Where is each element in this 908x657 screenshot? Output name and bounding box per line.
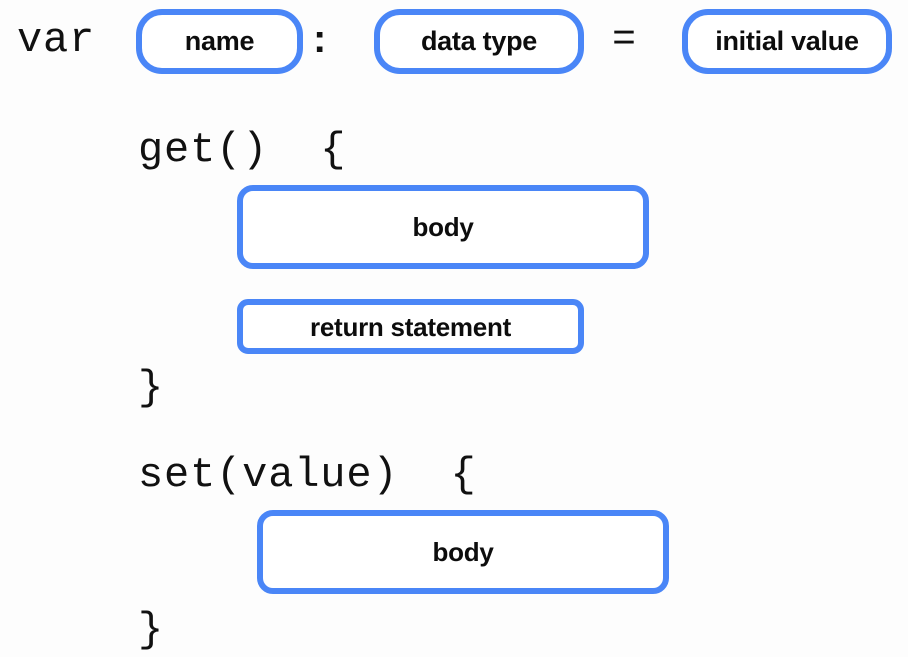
equals-operator: =: [612, 18, 637, 63]
getter-body-placeholder-box[interactable]: body: [237, 185, 649, 269]
setter-closing-brace: }: [138, 606, 165, 654]
getter-closing-brace: }: [138, 364, 165, 412]
keyword-var: var: [17, 16, 96, 64]
name-placeholder-box[interactable]: name: [136, 9, 303, 74]
getter-signature: get() {: [138, 126, 347, 174]
return-statement-placeholder-box[interactable]: return statement: [237, 299, 584, 354]
data-type-placeholder-box[interactable]: data type: [374, 9, 584, 74]
initial-value-placeholder-label: initial value: [715, 26, 859, 56]
data-type-placeholder-label: data type: [420, 26, 538, 56]
name-placeholder-label: name: [184, 26, 255, 56]
setter-body-placeholder-label: body: [432, 537, 494, 567]
colon-separator: :: [313, 17, 327, 61]
initial-value-placeholder-box[interactable]: initial value: [682, 9, 892, 74]
return-statement-placeholder-label: return statement: [310, 311, 511, 342]
setter-signature: set(value) {: [138, 451, 477, 499]
getter-body-placeholder-label: body: [412, 212, 474, 242]
setter-body-placeholder-box[interactable]: body: [257, 510, 669, 594]
